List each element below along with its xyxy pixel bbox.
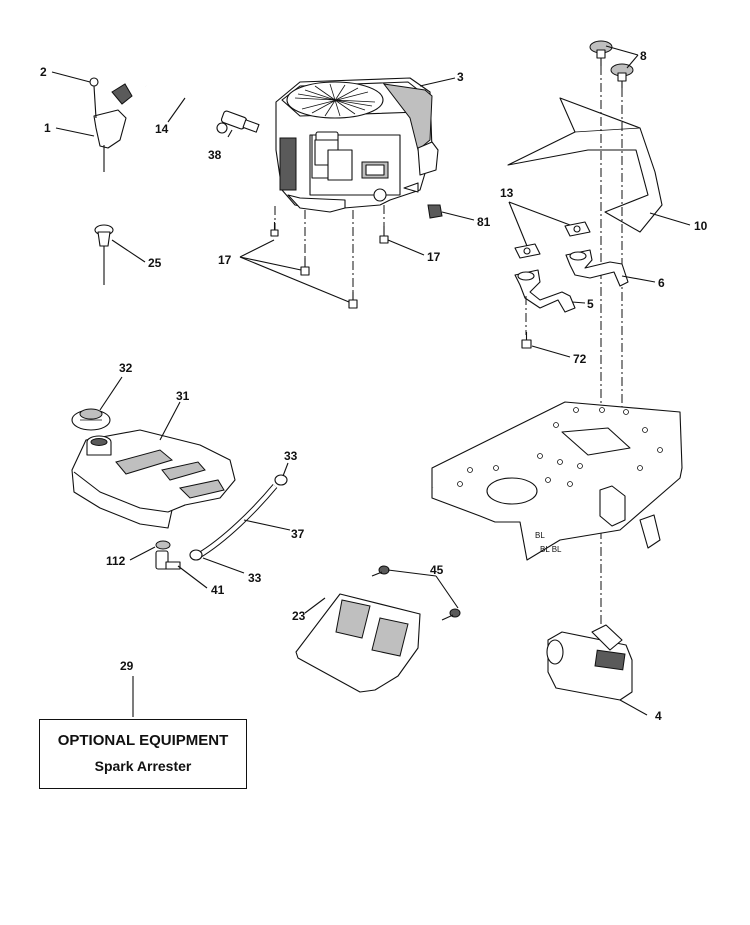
washer-112 [155,540,171,550]
fuel-cap-32 [71,408,111,431]
callout-38: 38 [208,148,222,162]
fuel-tank-31 [71,429,236,529]
gasket-13 [514,243,541,259]
mounting-plate: BL BL BL [431,401,683,561]
callout-112: 112 [106,554,126,568]
clip-81 [427,204,443,219]
optional-equipment-title: OPTIONAL EQUIPMENT [57,732,229,749]
spark-arrester-label: Spark Arrester [94,758,192,774]
callout-45: 45 [430,563,444,577]
callout-14: 14 [155,122,169,136]
engine [275,77,439,213]
leader-lines [51,45,691,717]
callout-33b: 33 [248,571,262,585]
svg-text:BL: BL [535,531,545,540]
choke-knob-25 [94,224,114,285]
bolt-45 [371,565,390,577]
callout-41: 41 [211,583,225,597]
throttle-control [89,77,133,172]
callout-17a: 17 [218,253,232,267]
callout-31: 31 [176,389,190,403]
bolt-17 [379,226,389,244]
exhaust-pipe-6 [565,249,629,287]
callout-23: 23 [292,609,306,623]
callout-17b: 17 [427,250,441,264]
exhaust-pipe-5 [514,269,576,335]
callout-33a: 33 [284,449,298,463]
callout-6: 6 [658,276,665,290]
callout-4: 4 [655,709,662,723]
callout-29: 29 [120,659,134,673]
bolt-45 [441,608,461,621]
shield-23 [295,593,421,693]
fuel-fitting-38 [216,110,260,134]
gasket-13 [564,221,591,237]
callout-10: 10 [694,219,708,233]
callout-72: 72 [573,352,587,366]
svg-text:BL BL: BL BL [540,545,562,554]
callout-37: 37 [291,527,305,541]
hose-clamp-33 [274,474,288,486]
callout-81: 81 [477,215,491,229]
heat-shield-10 [507,97,663,233]
callout-1: 1 [44,121,51,135]
optional-equipment-box: OPTIONAL EQUIPMENT Spark Arrester [39,719,247,789]
knob-8 [589,40,613,66]
muffler-4 [546,624,633,701]
knob-8 [610,63,634,88]
hose-clamp-33 [189,549,203,561]
callout-25: 25 [148,256,162,270]
bolt-17 [300,258,310,276]
bolt-17 [348,292,358,309]
callout-8: 8 [640,49,647,63]
bolt-72 [521,332,532,349]
elbow-fitting-41 [155,550,181,570]
callout-3: 3 [457,70,464,84]
callout-5: 5 [587,297,594,311]
callout-13: 13 [500,186,514,200]
callout-labels: 2 1 3 4 5 6 8 10 13 14 17 17 23 25 29 31… [40,49,708,723]
callout-2: 2 [40,65,47,79]
bolt-17 [270,222,279,237]
callout-32: 32 [119,361,133,375]
